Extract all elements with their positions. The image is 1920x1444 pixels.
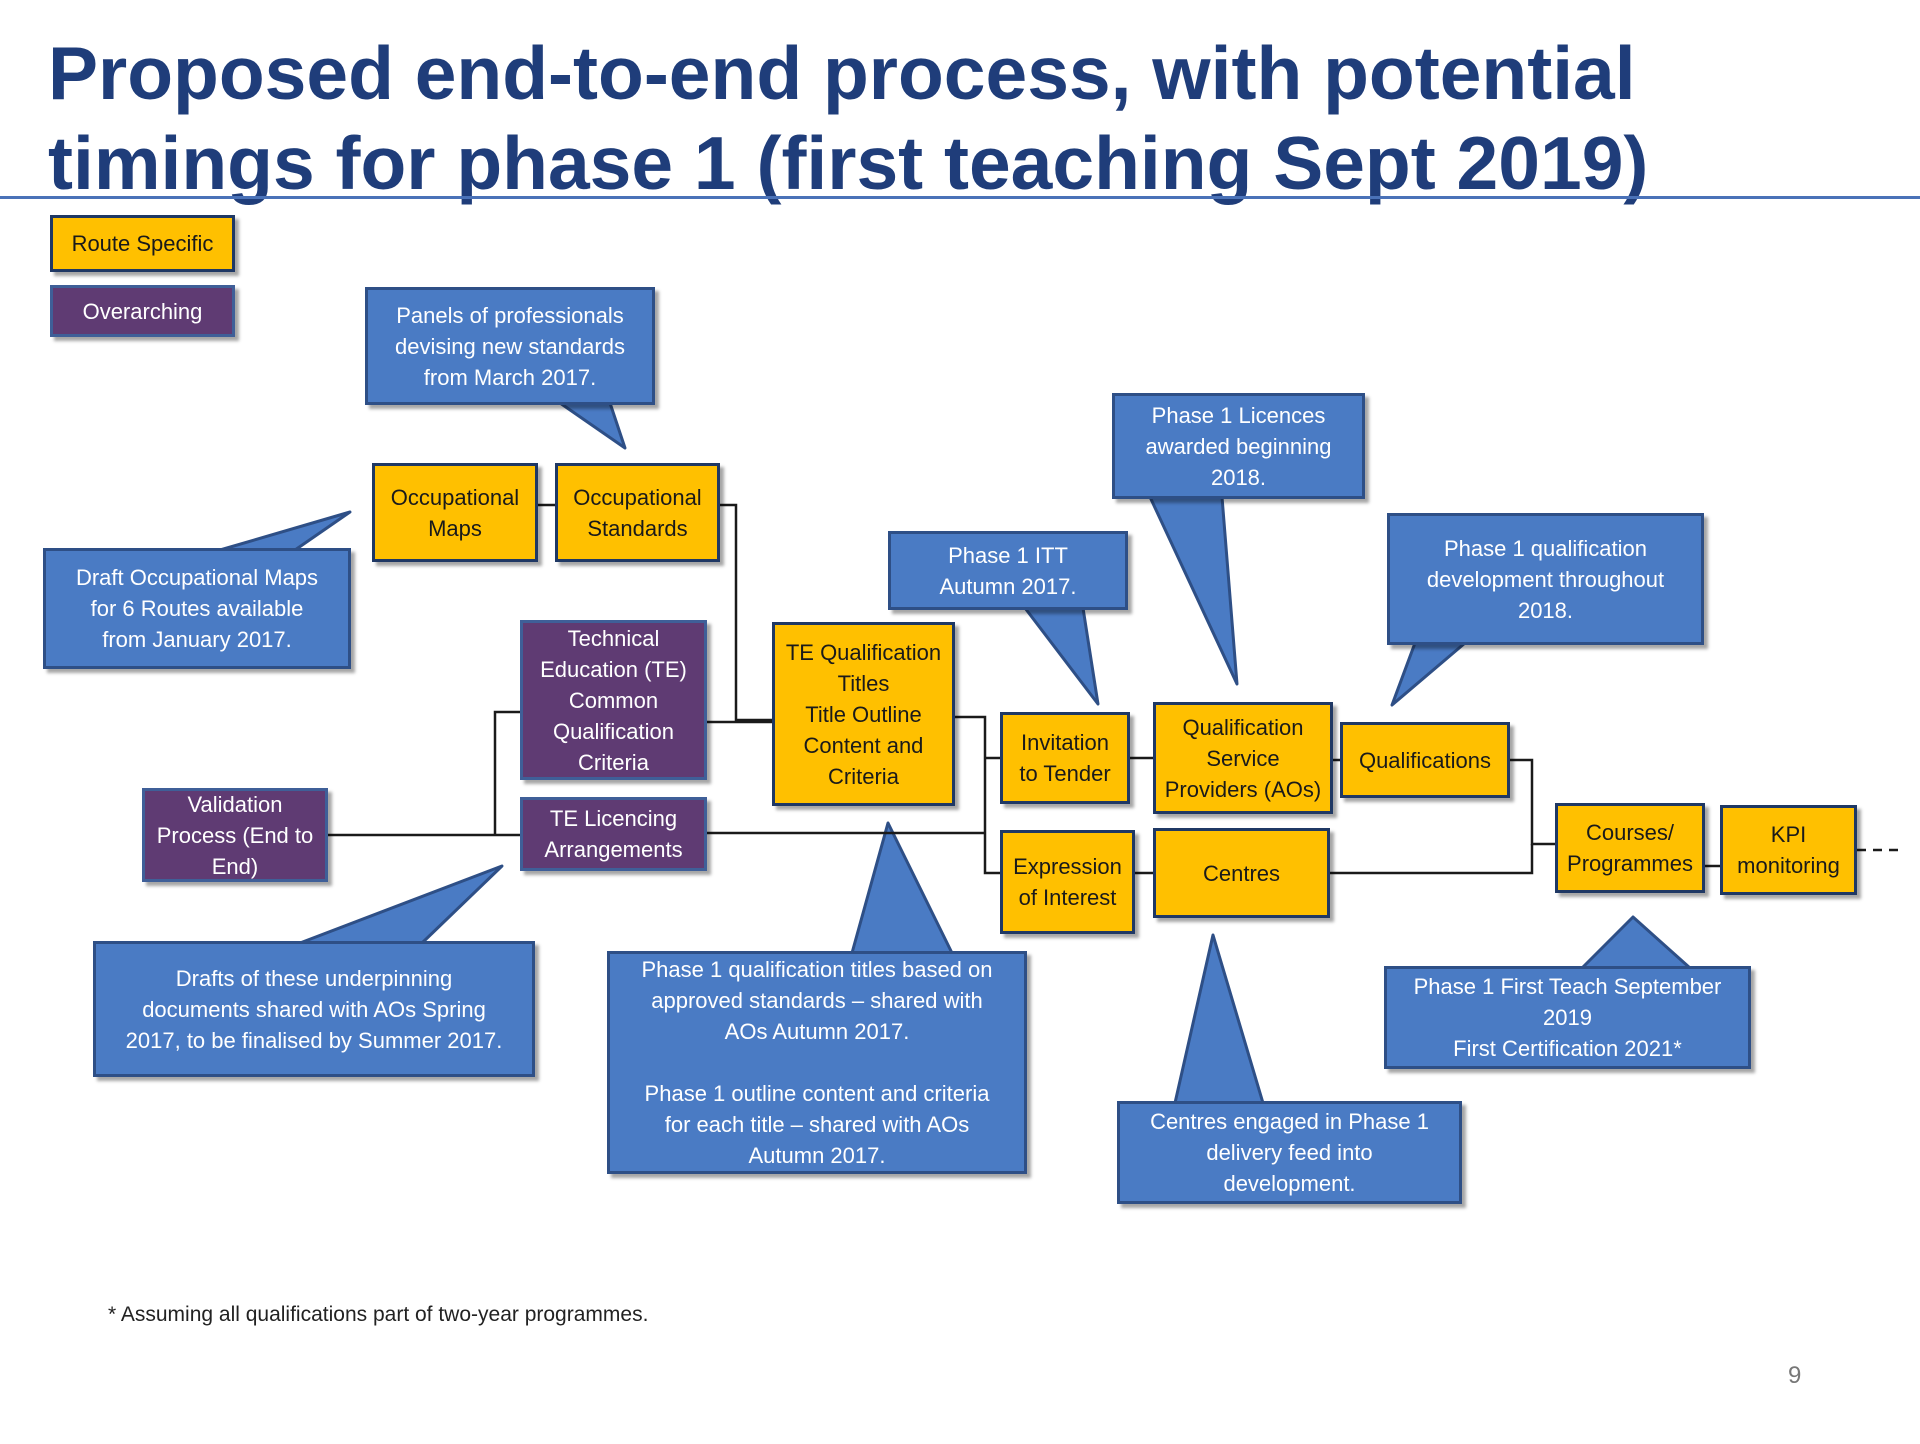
callout-itt: Phase 1 ITT Autumn 2017. bbox=[888, 531, 1128, 610]
page-number: 9 bbox=[1788, 1362, 1802, 1389]
legend-route-specific: Route Specific bbox=[50, 215, 235, 272]
link-standards-down bbox=[720, 503, 772, 722]
legend-overarching: Overarching bbox=[50, 285, 235, 337]
link-quals-branch bbox=[1510, 758, 1555, 846]
pointer-drafts-underpinning bbox=[298, 864, 504, 945]
pointer-first-teach bbox=[1580, 915, 1692, 970]
occupational-standards-box: Occupational Standards bbox=[555, 463, 720, 562]
link-branch-up bbox=[493, 710, 520, 835]
link-centres-branch bbox=[1330, 844, 1534, 875]
pointer-itt bbox=[1023, 606, 1100, 706]
pointer-titles-based bbox=[850, 821, 954, 955]
callout-licences: Phase 1 Licences awarded beginning 2018. bbox=[1112, 393, 1365, 499]
kpi-monitoring-box: KPI monitoring bbox=[1720, 805, 1857, 895]
qualification-service-providers-box: Qualification Service Providers (AOs) bbox=[1153, 702, 1333, 814]
callout-draft-maps: Draft Occupational Maps for 6 Routes ava… bbox=[43, 548, 351, 669]
occupational-maps-box: Occupational Maps bbox=[372, 463, 538, 562]
callout-first-teach: Phase 1 First Teach September 2019 First… bbox=[1384, 966, 1751, 1069]
te-qualification-titles-box: TE Qualification Titles Title Outline Co… bbox=[772, 622, 955, 806]
te-common-criteria-box: Technical Education (TE) Common Qualific… bbox=[520, 620, 707, 780]
title-divider bbox=[0, 196, 1920, 199]
validation-process-box: Validation Process (End to End) bbox=[142, 788, 328, 882]
courses-programmes-box: Courses/ Programmes bbox=[1555, 803, 1705, 893]
pointer-panels bbox=[558, 401, 627, 450]
callout-drafts-underpinning: Drafts of these underpinning documents s… bbox=[93, 941, 535, 1077]
footnote: * Assuming all qualifications part of tw… bbox=[108, 1303, 649, 1326]
qualifications-box: Qualifications bbox=[1340, 722, 1510, 798]
callout-titles-based: Phase 1 qualification titles based on ap… bbox=[607, 951, 1027, 1174]
pointer-centres-engaged bbox=[1173, 933, 1265, 1105]
invitation-to-tender-box: Invitation to Tender bbox=[1000, 712, 1130, 804]
callout-panels: Panels of professionals devising new sta… bbox=[365, 287, 655, 405]
pointer-draft-maps bbox=[218, 510, 352, 552]
callout-qual-dev: Phase 1 qualification development throug… bbox=[1387, 513, 1704, 645]
te-licencing-box: TE Licencing Arrangements bbox=[520, 797, 707, 871]
centres-box: Centres bbox=[1153, 828, 1330, 918]
callout-centres-engaged: Centres engaged in Phase 1 delivery feed… bbox=[1117, 1101, 1462, 1204]
link-titles-branch bbox=[955, 715, 1000, 875]
pointer-qual-dev bbox=[1390, 641, 1467, 707]
expression-of-interest-box: Expression of Interest bbox=[1000, 830, 1135, 934]
page-title: Proposed end-to-end process, with potent… bbox=[48, 31, 1649, 205]
pointer-licences bbox=[1148, 495, 1239, 686]
